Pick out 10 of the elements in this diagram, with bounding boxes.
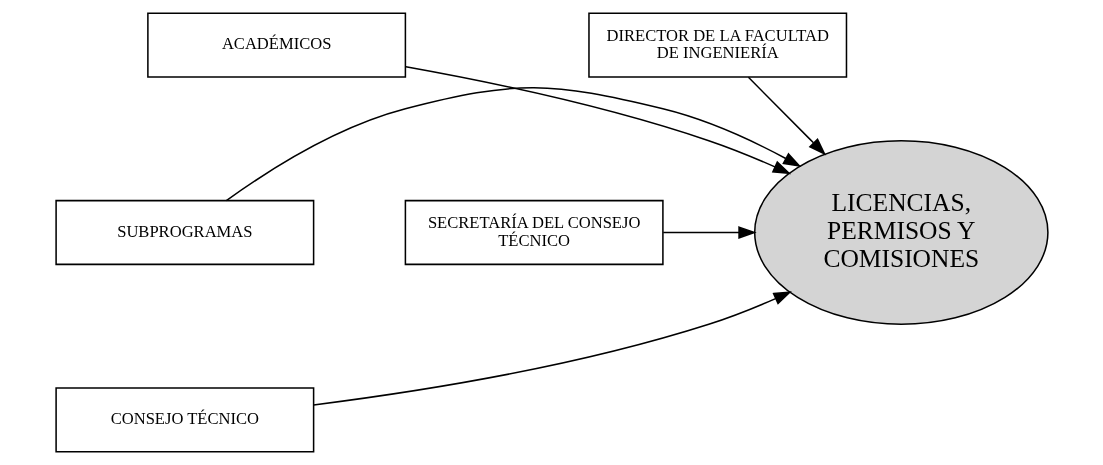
arrow (747, 76, 826, 156)
arrow (404, 66, 791, 175)
node-box: CONSEJO TÉCNICO (54, 387, 314, 453)
node-box: SECRETARÍA DEL CONSEJO TÉCNICO (404, 199, 664, 266)
arrow (312, 291, 792, 406)
node-box: SUBPROGRAMAS (54, 199, 314, 266)
node-box: ACADÉMICOS (146, 12, 406, 78)
node-box: DIRECTOR DE LA FACULTAD DE INGENIERÍA (587, 12, 847, 78)
arrow (225, 87, 801, 202)
arrow (661, 226, 757, 239)
